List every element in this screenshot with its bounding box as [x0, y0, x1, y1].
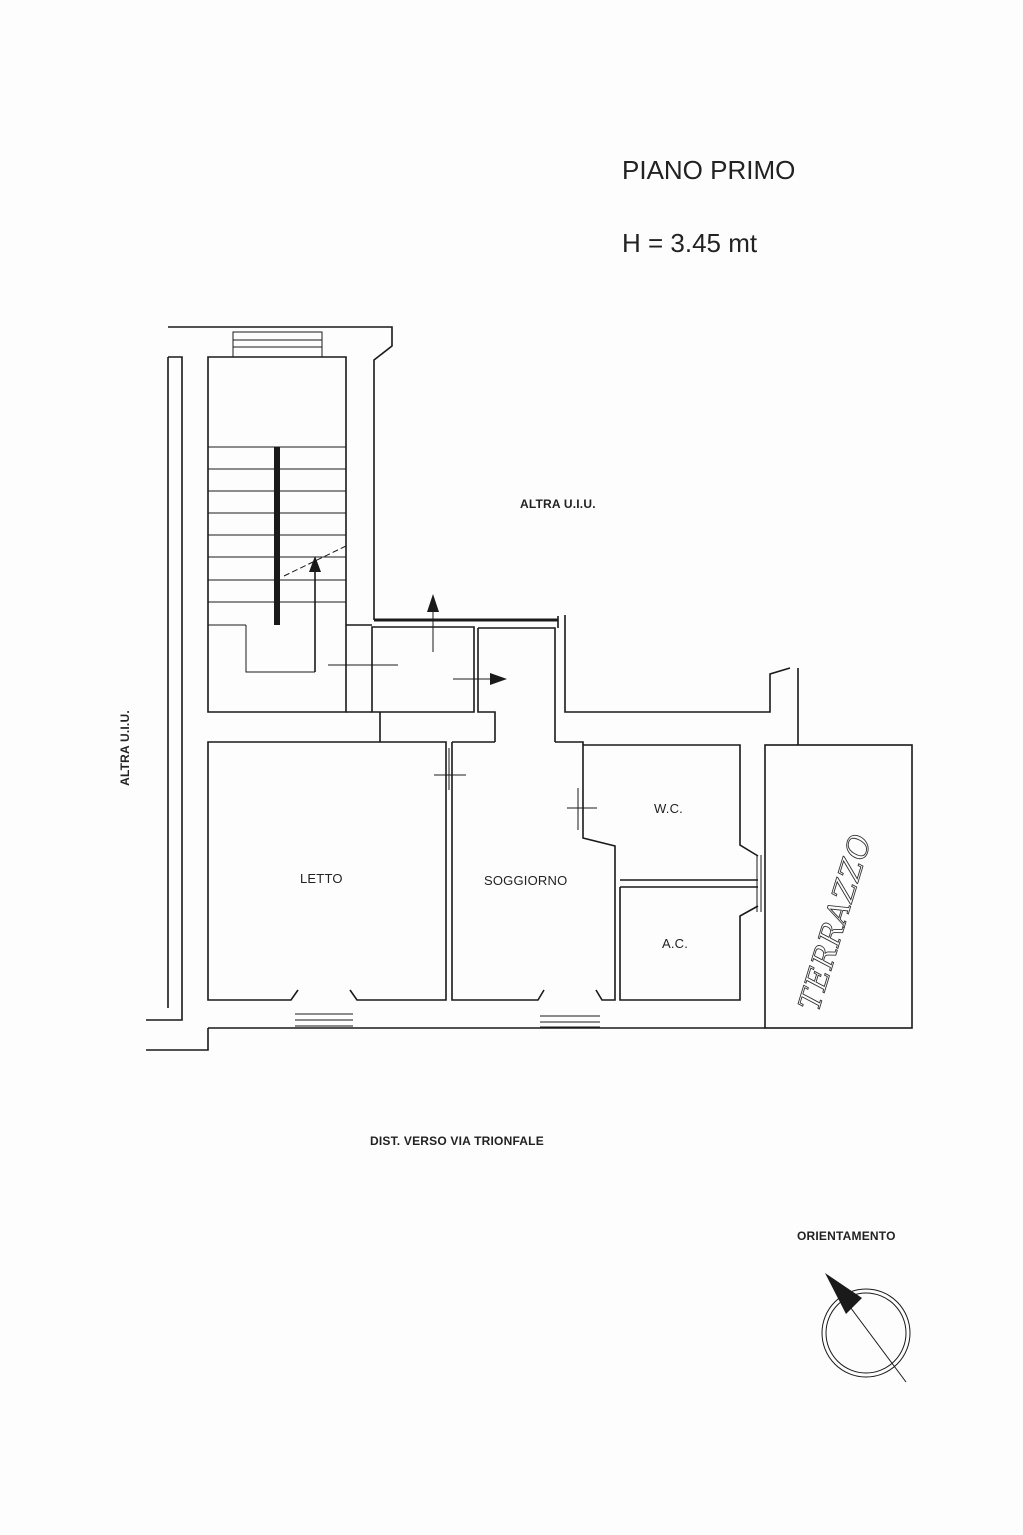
soggiorno-walls	[451, 741, 616, 1001]
outer-bottom-left-wall	[146, 1028, 209, 1051]
label-street: DIST. VERSO VIA TRIONFALE	[370, 1134, 544, 1148]
label-letto: LETTO	[300, 871, 343, 886]
wc-walls	[583, 744, 759, 881]
outer-top-wall	[168, 326, 393, 620]
stair-window	[232, 331, 323, 358]
stair-break-line	[283, 545, 347, 577]
stair-door-mark	[328, 650, 398, 682]
terrazzo-outline	[764, 744, 913, 1029]
arrow-up-icon	[309, 556, 321, 572]
label-altra-uiu-top: ALTRA U.I.U.	[520, 497, 596, 511]
north-arrow-icon	[821, 1273, 911, 1383]
entrance-hall	[371, 594, 558, 713]
label-ac: A.C.	[662, 936, 688, 951]
ac-walls	[619, 886, 759, 1001]
stair-shaft	[207, 331, 347, 713]
stair-hall-wall	[346, 624, 372, 713]
soggiorno-window	[540, 1015, 600, 1028]
corridor-walls	[477, 627, 556, 742]
letto-window	[295, 1013, 353, 1027]
stair-handrail	[274, 447, 280, 625]
stair-landing	[245, 625, 315, 673]
arrow-up-icon	[427, 594, 439, 612]
soggiorno-door-mark	[567, 788, 597, 830]
outer-left-wall	[146, 356, 183, 1021]
label-terrazzo: TERRAZZO	[792, 830, 879, 1015]
side-window	[756, 855, 766, 912]
plan-title: PIANO PRIMO	[622, 155, 795, 185]
height-label: H = 3.45 mt	[622, 228, 758, 258]
label-orientation: ORIENTAMENTO	[797, 1229, 896, 1243]
letto-walls	[207, 712, 447, 1001]
arrow-right-icon	[490, 673, 507, 685]
label-altra-uiu-left: ALTRA U.I.U.	[118, 710, 132, 786]
label-wc: W.C.	[654, 801, 683, 816]
letto-door-mark	[434, 748, 466, 790]
adjacent-unit-wall	[557, 615, 799, 745]
label-soggiorno: SOGGIORNO	[484, 873, 567, 888]
